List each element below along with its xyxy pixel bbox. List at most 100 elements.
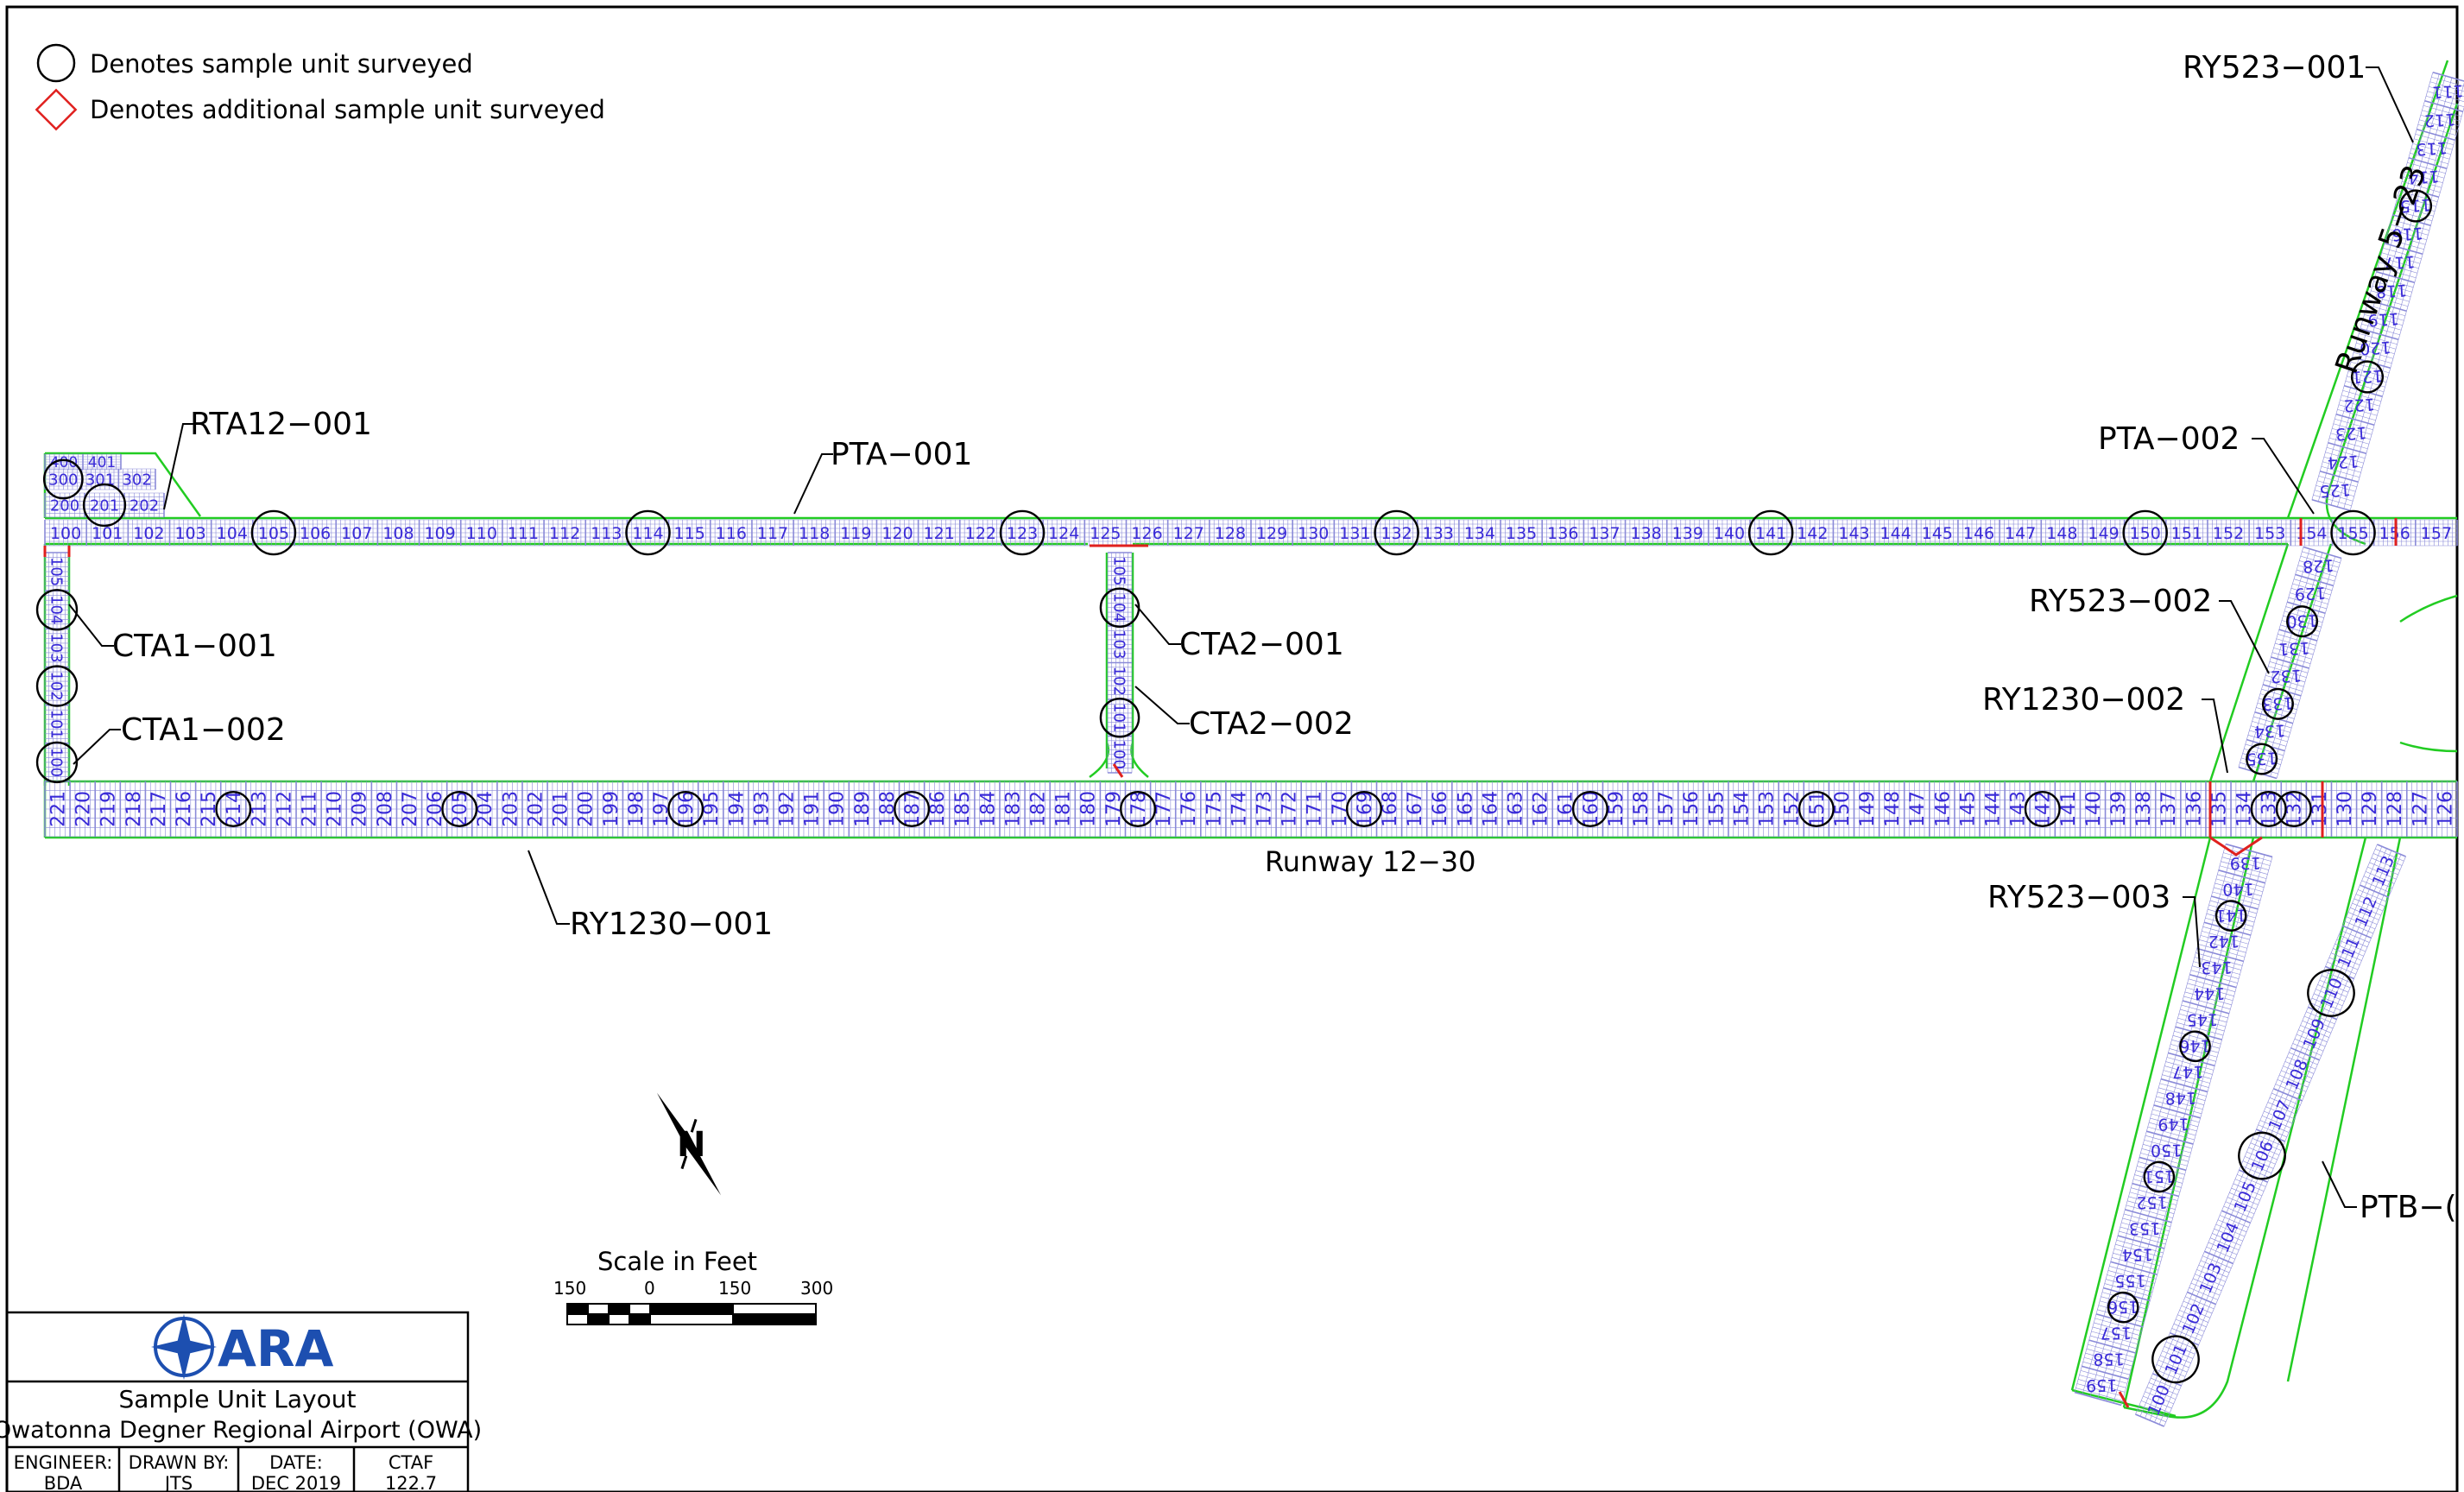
sample-unit-number: 203 xyxy=(500,791,521,827)
sample-unit-number: 216 xyxy=(174,791,195,827)
leader-line xyxy=(1134,604,1181,645)
leader-line xyxy=(793,453,833,515)
sample-unit-number: 127 xyxy=(2410,791,2431,827)
sample-unit-number: 126 xyxy=(2435,791,2456,827)
sample-unit-number: 150 xyxy=(2151,1141,2182,1160)
scale-tick-300: 300 xyxy=(800,1278,833,1299)
surveyed-unit-circle xyxy=(35,589,79,631)
surveyed-unit-circle xyxy=(1374,509,1419,556)
drawn-by-label: DRAWN BY: xyxy=(129,1452,230,1473)
sample-unit-number: 158 xyxy=(1631,791,1652,827)
sample-unit-number: 102 xyxy=(133,524,164,543)
sample-unit-number: 186 xyxy=(927,791,949,827)
sample-unit-number: 190 xyxy=(827,791,849,827)
surveyed-unit-circle xyxy=(2151,1335,2200,1384)
sample-unit-number: 138 xyxy=(1631,524,1662,543)
surveyed-unit-circle xyxy=(2307,969,2355,1017)
grid-line xyxy=(2120,857,2273,1406)
sample-unit-number: 165 xyxy=(1455,791,1476,827)
sample-unit-number: 104 xyxy=(1110,593,1128,623)
ry1230-002-label: RY1230−002 xyxy=(1982,682,2185,718)
rta12-mid-circles xyxy=(42,458,84,500)
sample-unit-number: 185 xyxy=(952,791,974,827)
sample-unit-number: 137 xyxy=(2158,791,2180,827)
sample-unit-number: 401 xyxy=(88,454,116,471)
rw523-upper-numbers: 1111121131141151161171181191201211221231… xyxy=(2319,81,2464,501)
sample-unit-number: 142 xyxy=(1797,524,1828,543)
sample-unit-number: 126 xyxy=(1131,524,1162,543)
sample-unit-number: 193 xyxy=(751,791,773,827)
sample-unit-number: 130 xyxy=(1298,524,1329,543)
sample-unit-number: 118 xyxy=(799,524,830,543)
sample-unit-number: 145 xyxy=(1922,524,1953,543)
grid-line xyxy=(2349,83,2464,511)
legend-additional-text: Denotes additional sample unit surveyed xyxy=(90,95,605,124)
title-block: ARA Sample Unit Layout Owatonna Degner R… xyxy=(0,1311,482,1492)
grid-line xyxy=(2097,850,2250,1400)
sample-unit-number: 400 xyxy=(50,454,78,471)
leader-line xyxy=(73,729,121,765)
sample-unit-number: 152 xyxy=(2136,1192,2167,1211)
sample-unit-number: 214 xyxy=(224,791,245,827)
sample-unit-number: 121 xyxy=(924,524,955,543)
red-divider xyxy=(2118,1391,2130,1408)
sample-unit-number: 105 xyxy=(47,557,66,586)
grid-line xyxy=(2324,75,2446,503)
rw523-lower-strip xyxy=(2074,843,2273,1407)
sample-unit-number: 205 xyxy=(450,791,471,827)
sample-unit-number: 122 xyxy=(2343,395,2375,415)
sample-unit-number: 102 xyxy=(1110,667,1128,696)
sample-unit-number: 155 xyxy=(2337,524,2368,543)
sample-unit-number: 110 xyxy=(466,524,497,543)
engineer-value: BDA xyxy=(44,1473,83,1492)
sample-unit-number: 157 xyxy=(2421,524,2452,543)
grid-line xyxy=(2164,856,2406,1427)
rw523-lower-numbers: 1391401411421431441451461471481491501511… xyxy=(2086,853,2261,1394)
sample-unit-number: 101 xyxy=(92,524,123,543)
sample-unit-number: 100 xyxy=(47,748,66,777)
sample-unit-number: 109 xyxy=(425,524,456,543)
sample-unit-number: 182 xyxy=(1028,791,1050,827)
rta12-low-strip xyxy=(44,492,165,518)
sample-unit-number: 181 xyxy=(1053,791,1075,827)
runway-12-30-label: Runway 12−30 xyxy=(1265,845,1476,878)
sample-unit-number: 111 xyxy=(508,524,539,543)
sample-unit-number: 145 xyxy=(1957,791,1979,827)
leader-line xyxy=(163,423,194,510)
surveyed-unit-markers xyxy=(35,189,2433,1384)
sample-unit-number: 128 xyxy=(2303,555,2334,576)
sample-unit-number: 156 xyxy=(1681,791,1703,827)
surveyed-unit-circle xyxy=(2024,791,2061,827)
sample-unit-number: 171 xyxy=(1305,791,1326,827)
surveyed-unit-circle xyxy=(2179,1030,2211,1063)
sample-unit-number: 105 xyxy=(1110,556,1128,585)
sample-unit-number: 133 xyxy=(1423,524,1454,543)
sample-unit-number: 209 xyxy=(350,791,371,827)
sample-unit-number: 141 xyxy=(1755,524,1786,543)
ry523-003-label: RY523−003 xyxy=(1987,880,2170,915)
surveyed-unit-circle xyxy=(250,509,297,556)
sample-unit-number: 144 xyxy=(1982,791,2004,827)
sample-unit-number: 200 xyxy=(576,791,597,827)
sample-unit-number: 175 xyxy=(1204,791,1225,827)
grid-line xyxy=(2135,844,2378,1415)
sample-unit-number: 151 xyxy=(2171,524,2202,543)
sample-unit-number: 300 xyxy=(48,471,78,489)
sample-unit-number: 180 xyxy=(1078,791,1100,827)
surveyed-unit-circle xyxy=(215,791,252,827)
sample-unit-number: 174 xyxy=(1229,791,1250,827)
sample-unit-number: 154 xyxy=(2122,1245,2153,1264)
leader-line xyxy=(2366,66,2414,143)
sample-unit-number: 142 xyxy=(2208,932,2240,951)
rw523-upper-circles xyxy=(2350,189,2433,394)
airport-name: Owatonna Degner Regional Airport (OWA) xyxy=(0,1417,482,1444)
north-arrow-icon: N xyxy=(656,1092,722,1196)
sample-unit-number: 146 xyxy=(1963,524,1994,543)
ctaf-value: 122.7 xyxy=(385,1473,437,1492)
sample-unit-number: 202 xyxy=(525,791,547,827)
grid-line xyxy=(2276,558,2342,779)
